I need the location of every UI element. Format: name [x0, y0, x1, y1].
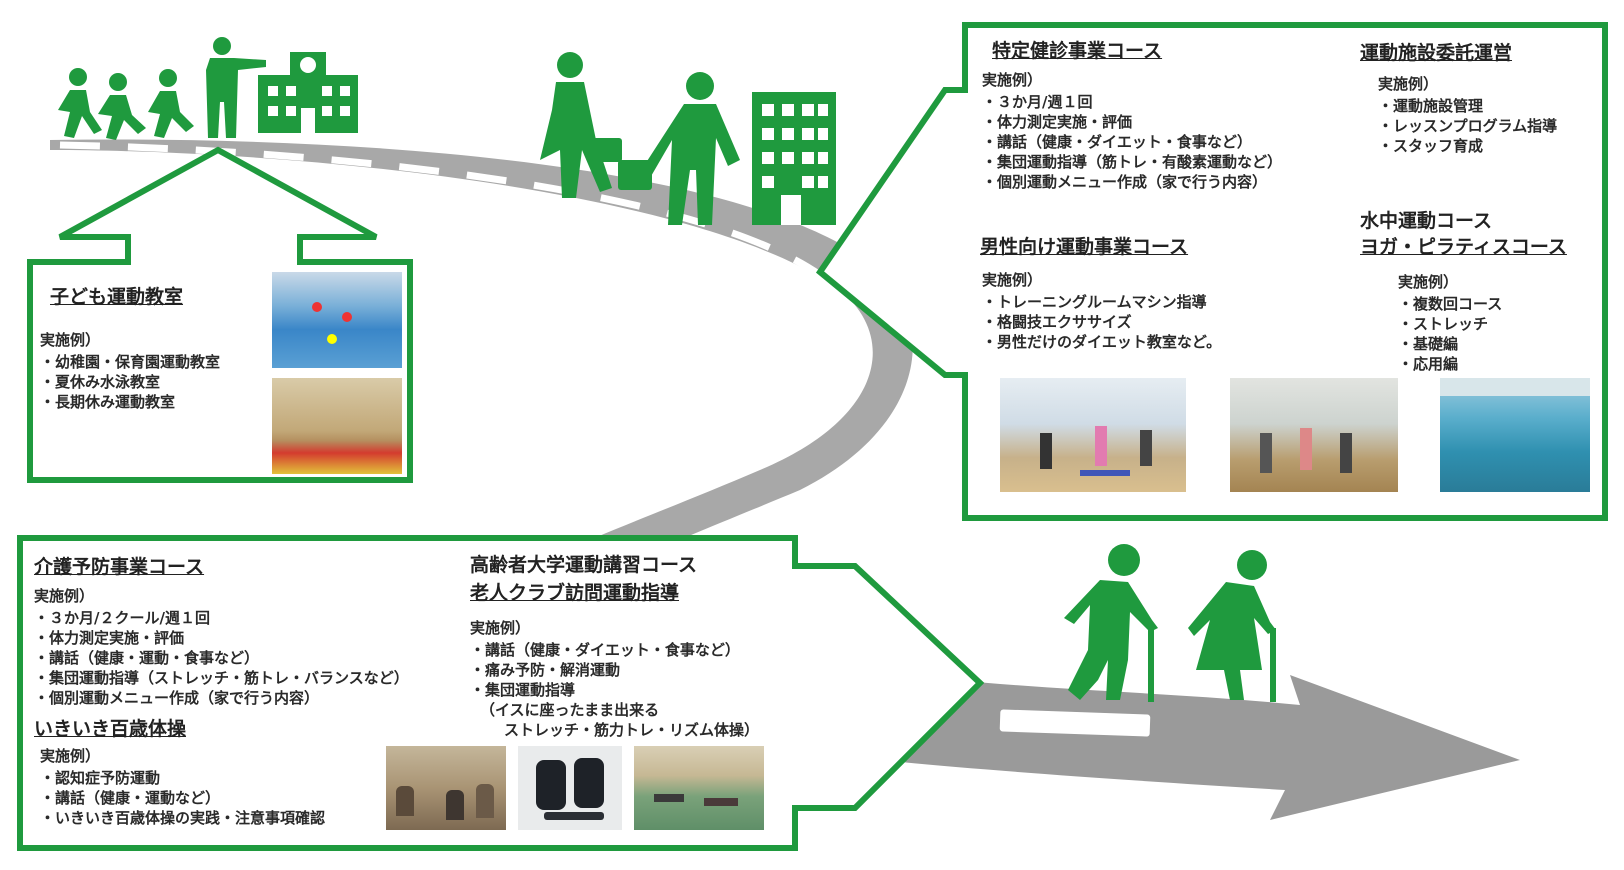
senior-gathering-photo	[386, 746, 506, 830]
ankle-weights-photo	[518, 746, 622, 830]
office-building-icon	[752, 92, 836, 225]
list-item: レッスンプログラム指導	[1378, 116, 1557, 136]
list-item: 体力測定実施・評価	[34, 628, 409, 648]
child-class-title: 子ども運動教室	[50, 286, 184, 308]
aqua-course-title: 水中運動コース	[1360, 210, 1493, 232]
ikiiki-example-label: 実施例）	[40, 747, 101, 765]
list-item: スタッフ育成	[1378, 136, 1557, 156]
list-item: 基礎編	[1398, 334, 1502, 354]
tokutei-example-label: 実施例）	[982, 71, 1043, 89]
kaigo-example-label: 実施例）	[34, 587, 95, 605]
tokutei-examples: 実施例） ３か月/週１回 体力測定実施・評価 講話（健康・ダイエット・食事など）…	[982, 70, 1282, 192]
school-building-icon	[258, 52, 358, 133]
aqua-example-label: 実施例）	[1398, 273, 1459, 291]
road-lower-marking	[999, 709, 1151, 737]
list-item: トレーニングルームマシン指導	[982, 292, 1221, 312]
list-item: ストレッチ	[1398, 314, 1502, 334]
men-course-title: 男性向け運動事業コース	[980, 236, 1189, 258]
men-examples: 実施例） トレーニングルームマシン指導 格闘技エクササイズ 男性だけのダイエット…	[982, 270, 1221, 352]
list-item: 複数回コース	[1398, 294, 1502, 314]
list-item: 集団運動指導（ストレッチ・筋トレ・バランスなど）	[34, 668, 409, 688]
stretch-class-photo	[1000, 378, 1186, 492]
gym-class-photo	[272, 378, 402, 474]
list-item: 個別運動メニュー作成（家で行う内容）	[34, 688, 409, 708]
road-lower-arrow	[880, 670, 1520, 820]
list-item: 格闘技エクササイズ	[982, 312, 1221, 332]
senior-examples: 実施例） 講話（健康・ダイエット・食事など） 痛み予防・解消運動 集団運動指導 …	[470, 618, 759, 740]
senior-note-line: ストレッチ・筋力トレ・リズム体操）	[504, 721, 760, 739]
list-item: 個別運動メニュー作成（家で行う内容）	[982, 172, 1282, 192]
list-item: 運動施設管理	[1378, 96, 1557, 116]
facility-example-label: 実施例）	[1378, 75, 1439, 93]
child-examples: 実施例） 幼稚園・保育園運動教室 夏休み水泳教室 長期休み運動教室	[40, 330, 220, 412]
walking-students-with-bags-icon	[540, 52, 740, 225]
kaigo-course-title: 介護予防事業コース	[34, 556, 205, 578]
senior-club-title: 老人クラブ訪問運動指導	[470, 582, 680, 604]
list-item: 男性だけのダイエット教室など。	[982, 332, 1221, 352]
elderly-couple-with-canes-icon	[1064, 544, 1276, 702]
list-item: 応用編	[1398, 354, 1502, 374]
list-item: 痛み予防・解消運動	[470, 660, 759, 680]
yoga-course-title: ヨガ・ピラティスコース	[1360, 236, 1567, 258]
teacher-pointing-icon	[206, 37, 266, 138]
facility-examples: 実施例） 運動施設管理 レッスンプログラム指導 スタッフ育成	[1378, 74, 1557, 156]
list-item: 夏休み水泳教室	[40, 372, 220, 392]
list-item: 集団運動指導	[470, 680, 759, 700]
senior-example-label: 実施例）	[470, 619, 531, 637]
list-item: 体力測定実施・評価	[982, 112, 1282, 132]
men-example-label: 実施例）	[982, 271, 1043, 289]
list-item: いきいき百歳体操の実践・注意事項確認	[40, 808, 325, 828]
list-item: ３か月/２クール/週１回	[34, 608, 409, 628]
group-exercise-photo	[1230, 378, 1398, 492]
list-item: 集団運動指導（筋トレ・有酸素運動など）	[982, 152, 1282, 172]
children-running-icon	[58, 68, 194, 140]
list-item: 講話（健康・ダイエット・食事など）	[982, 132, 1282, 152]
list-item: 講話（健康・運動・食事など）	[34, 648, 409, 668]
ikiiki-examples: 実施例） 認知症予防運動 講話（健康・運動など） いきいき百歳体操の実践・注意事…	[40, 746, 325, 828]
kaigo-examples: 実施例） ３か月/２クール/週１回 体力測定実施・評価 講話（健康・運動・食事な…	[34, 586, 409, 708]
facility-operation-title: 運動施設委託運営	[1360, 42, 1513, 64]
tokutei-course-title: 特定健診事業コース	[992, 40, 1163, 62]
list-item: 認知症予防運動	[40, 768, 325, 788]
child-example-label: 実施例）	[40, 331, 101, 349]
list-item: ３か月/週１回	[982, 92, 1282, 112]
swimming-class-photo	[272, 272, 402, 368]
pool-exercise-photo	[1440, 378, 1590, 492]
list-item: 講話（健康・ダイエット・食事など）	[470, 640, 759, 660]
list-item: 幼稚園・保育園運動教室	[40, 352, 220, 372]
aqua-examples: 実施例） 複数回コース ストレッチ 基礎編 応用編	[1398, 272, 1502, 374]
senior-note-line: （イスに座ったまま出来る	[480, 701, 660, 719]
list-item: 講話（健康・運動など）	[40, 788, 325, 808]
senior-course-title: 高齢者大学運動講習コース	[470, 554, 698, 576]
ikiiki-title: いきいき百歳体操	[34, 718, 187, 740]
list-item: 長期休み運動教室	[40, 392, 220, 412]
floor-exercise-photo	[634, 746, 764, 830]
